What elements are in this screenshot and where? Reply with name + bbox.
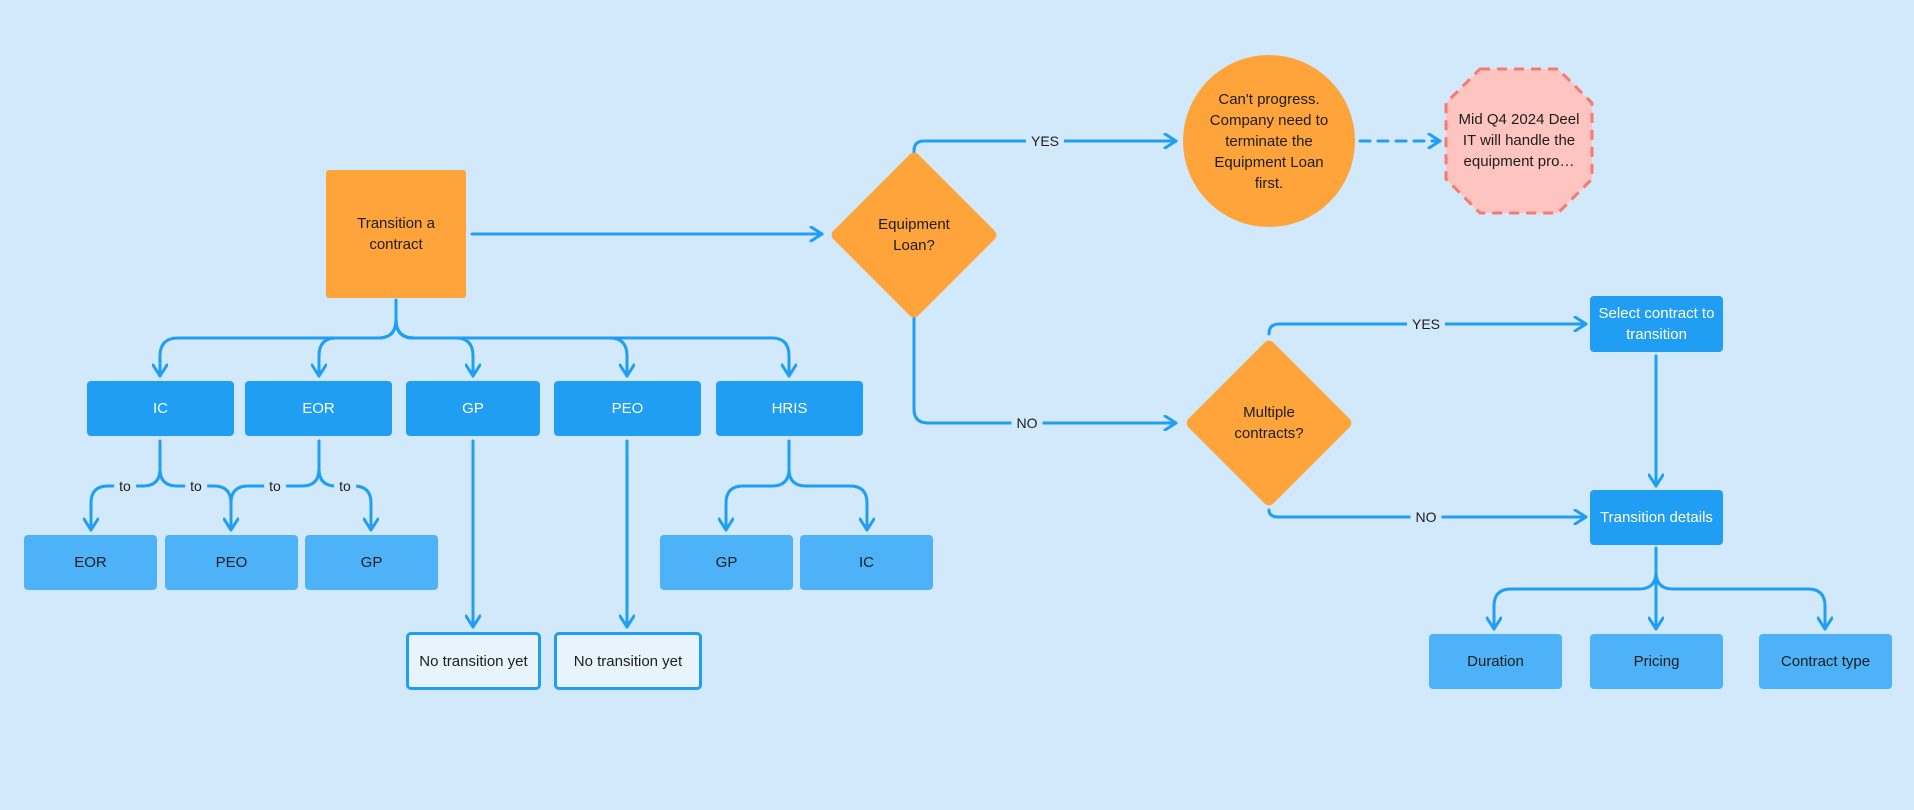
edge-label-to: to <box>264 478 286 494</box>
connector-hris-gp <box>726 439 791 532</box>
type-ic-node[interactable]: IC <box>87 381 234 436</box>
multiple-contracts-decision[interactable]: Multiple contracts? <box>1184 338 1354 508</box>
cant-progress-label: Can't progress. Company need to terminat… <box>1209 90 1329 192</box>
gp-no-transition-node[interactable]: No transition yet <box>406 632 541 690</box>
equipment-loan-decision[interactable]: Equipment Loan? <box>829 150 999 320</box>
type-eor-node[interactable]: EOR <box>245 381 392 436</box>
pricing-label: Pricing <box>1633 653 1680 670</box>
connector-multi-no <box>1267 508 1588 517</box>
connector-details-duration <box>1494 546 1658 631</box>
contract-type-node[interactable]: Contract type <box>1759 634 1892 689</box>
edge-label-to: to <box>114 478 136 494</box>
gp-no-transition-label: No transition yet <box>419 652 528 670</box>
hris-target-gp-label: GP <box>715 554 738 571</box>
note-octagon <box>1444 67 1594 215</box>
future-note-label: Mid Q4 2024 Deel IT will handle the equi… <box>1458 110 1580 170</box>
multiple-contracts-label: Multiple contracts? <box>1234 404 1304 442</box>
type-gp-label: GP <box>462 400 484 417</box>
transition-details-label: Transition details <box>1600 509 1713 526</box>
target-peo-node[interactable]: PEO <box>165 535 298 590</box>
duration-node[interactable]: Duration <box>1429 634 1562 689</box>
target-eor-node[interactable]: EOR <box>24 535 157 590</box>
type-hris-label: HRIS <box>771 400 808 417</box>
target-gp-node[interactable]: GP <box>305 535 438 590</box>
start-node[interactable]: Transition a contract <box>326 170 466 298</box>
peo-no-transition-label: No transition yet <box>573 652 683 670</box>
edge-label-loan-no: NO <box>1011 415 1043 431</box>
edge-label-multi-yes: YES <box>1406 316 1446 332</box>
type-gp-node[interactable]: GP <box>406 381 540 436</box>
start-node-label: Transition a contract <box>357 215 435 253</box>
equipment-loan-label: Equipment Loan? <box>878 216 950 254</box>
select-contract-label: Select contract to transition <box>1598 305 1715 343</box>
duration-label: Duration <box>1467 653 1524 670</box>
target-peo-label: PEO <box>215 554 248 571</box>
connector-start-gp <box>394 318 473 378</box>
cant-progress-node[interactable]: Can't progress. Company need to terminat… <box>1183 55 1355 227</box>
peo-no-transition-node[interactable]: No transition yet <box>554 632 702 690</box>
connector-hris-ic <box>787 467 867 532</box>
hris-target-ic-node[interactable]: IC <box>800 535 933 590</box>
select-contract-node[interactable]: Select contract to transition <box>1590 296 1723 352</box>
pricing-node[interactable]: Pricing <box>1590 634 1723 689</box>
edge-label-to: to <box>185 478 207 494</box>
edge-label-multi-no: NO <box>1410 509 1442 525</box>
connector-loan-yes <box>912 141 1178 157</box>
target-gp-label: GP <box>360 554 383 571</box>
hris-target-ic-label: IC <box>859 554 874 571</box>
connector-loan-no <box>912 316 1178 423</box>
connector-details-contract-type <box>1654 570 1825 631</box>
connector-start-peo <box>394 318 627 378</box>
edge-label-to: to <box>334 478 356 494</box>
connector-start-eor <box>319 318 398 378</box>
type-peo-label: PEO <box>611 400 644 417</box>
transition-details-node[interactable]: Transition details <box>1590 490 1723 545</box>
type-eor-label: EOR <box>302 400 335 417</box>
contract-type-label: Contract type <box>1780 653 1871 670</box>
connector-start-hris <box>394 318 789 378</box>
type-ic-label: IC <box>153 400 168 417</box>
type-peo-node[interactable]: PEO <box>554 381 701 436</box>
future-note[interactable]: Mid Q4 2024 Deel IT will handle the equi… <box>1446 70 1592 210</box>
edge-label-loan-yes: YES <box>1025 133 1065 149</box>
type-hris-node[interactable]: HRIS <box>716 381 863 436</box>
hris-target-gp-node[interactable]: GP <box>660 535 793 590</box>
target-eor-label: EOR <box>74 554 107 571</box>
connector-multi-yes <box>1267 324 1588 336</box>
